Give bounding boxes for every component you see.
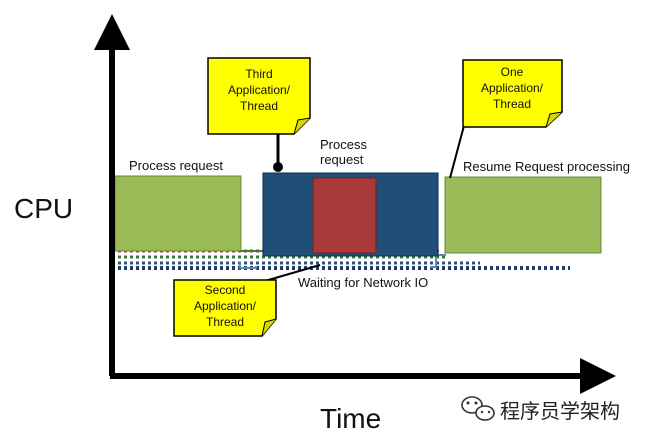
note-third-line3: Thread [240, 99, 278, 113]
note-one-thread: One Application/ Thread [449, 59, 563, 179]
note-pointer-dot-third [273, 162, 283, 172]
connector-blue-left [239, 262, 257, 269]
block-process-request-green [114, 175, 242, 252]
y-axis-label: CPU [14, 193, 73, 224]
axes [94, 14, 616, 394]
note-fold-one [545, 111, 563, 128]
note-second-line1: Second [205, 283, 246, 297]
note-third-line2: Application/ [228, 83, 291, 97]
note-second-thread: Second Application/ Thread [173, 264, 321, 337]
note-pointer-one [449, 121, 466, 179]
note-one-line3: Thread [493, 97, 531, 111]
label-resume-request-processing: Resume Request processing [463, 159, 630, 174]
wechat-icon [461, 396, 495, 421]
connector-blue-right [430, 254, 446, 268]
note-one-line2: Application/ [481, 81, 544, 95]
note-third-thread: Third Application/ Thread [207, 57, 311, 172]
note-fold-third [293, 117, 311, 135]
note-second-line2: Application/ [194, 299, 257, 313]
note-one-line1: One [501, 65, 524, 79]
label-process-request: Process request [129, 158, 223, 173]
note-third-line1: Third [245, 67, 272, 81]
watermark-text: 程序员学架构 [500, 399, 620, 423]
x-axis-label: Time [320, 403, 381, 434]
note-second-line3: Thread [206, 315, 244, 329]
connectors [239, 250, 446, 269]
block-resume-processing-green [444, 176, 602, 254]
watermark: 程序员学架构 [461, 396, 620, 423]
note-fold-second [261, 318, 277, 337]
block-second-thread-red [312, 177, 377, 254]
label-process-request-2-line2: request [320, 152, 364, 167]
label-waiting-network-io: Waiting for Network IO [298, 275, 428, 290]
label-process-request-2-line1: Process [320, 137, 367, 152]
